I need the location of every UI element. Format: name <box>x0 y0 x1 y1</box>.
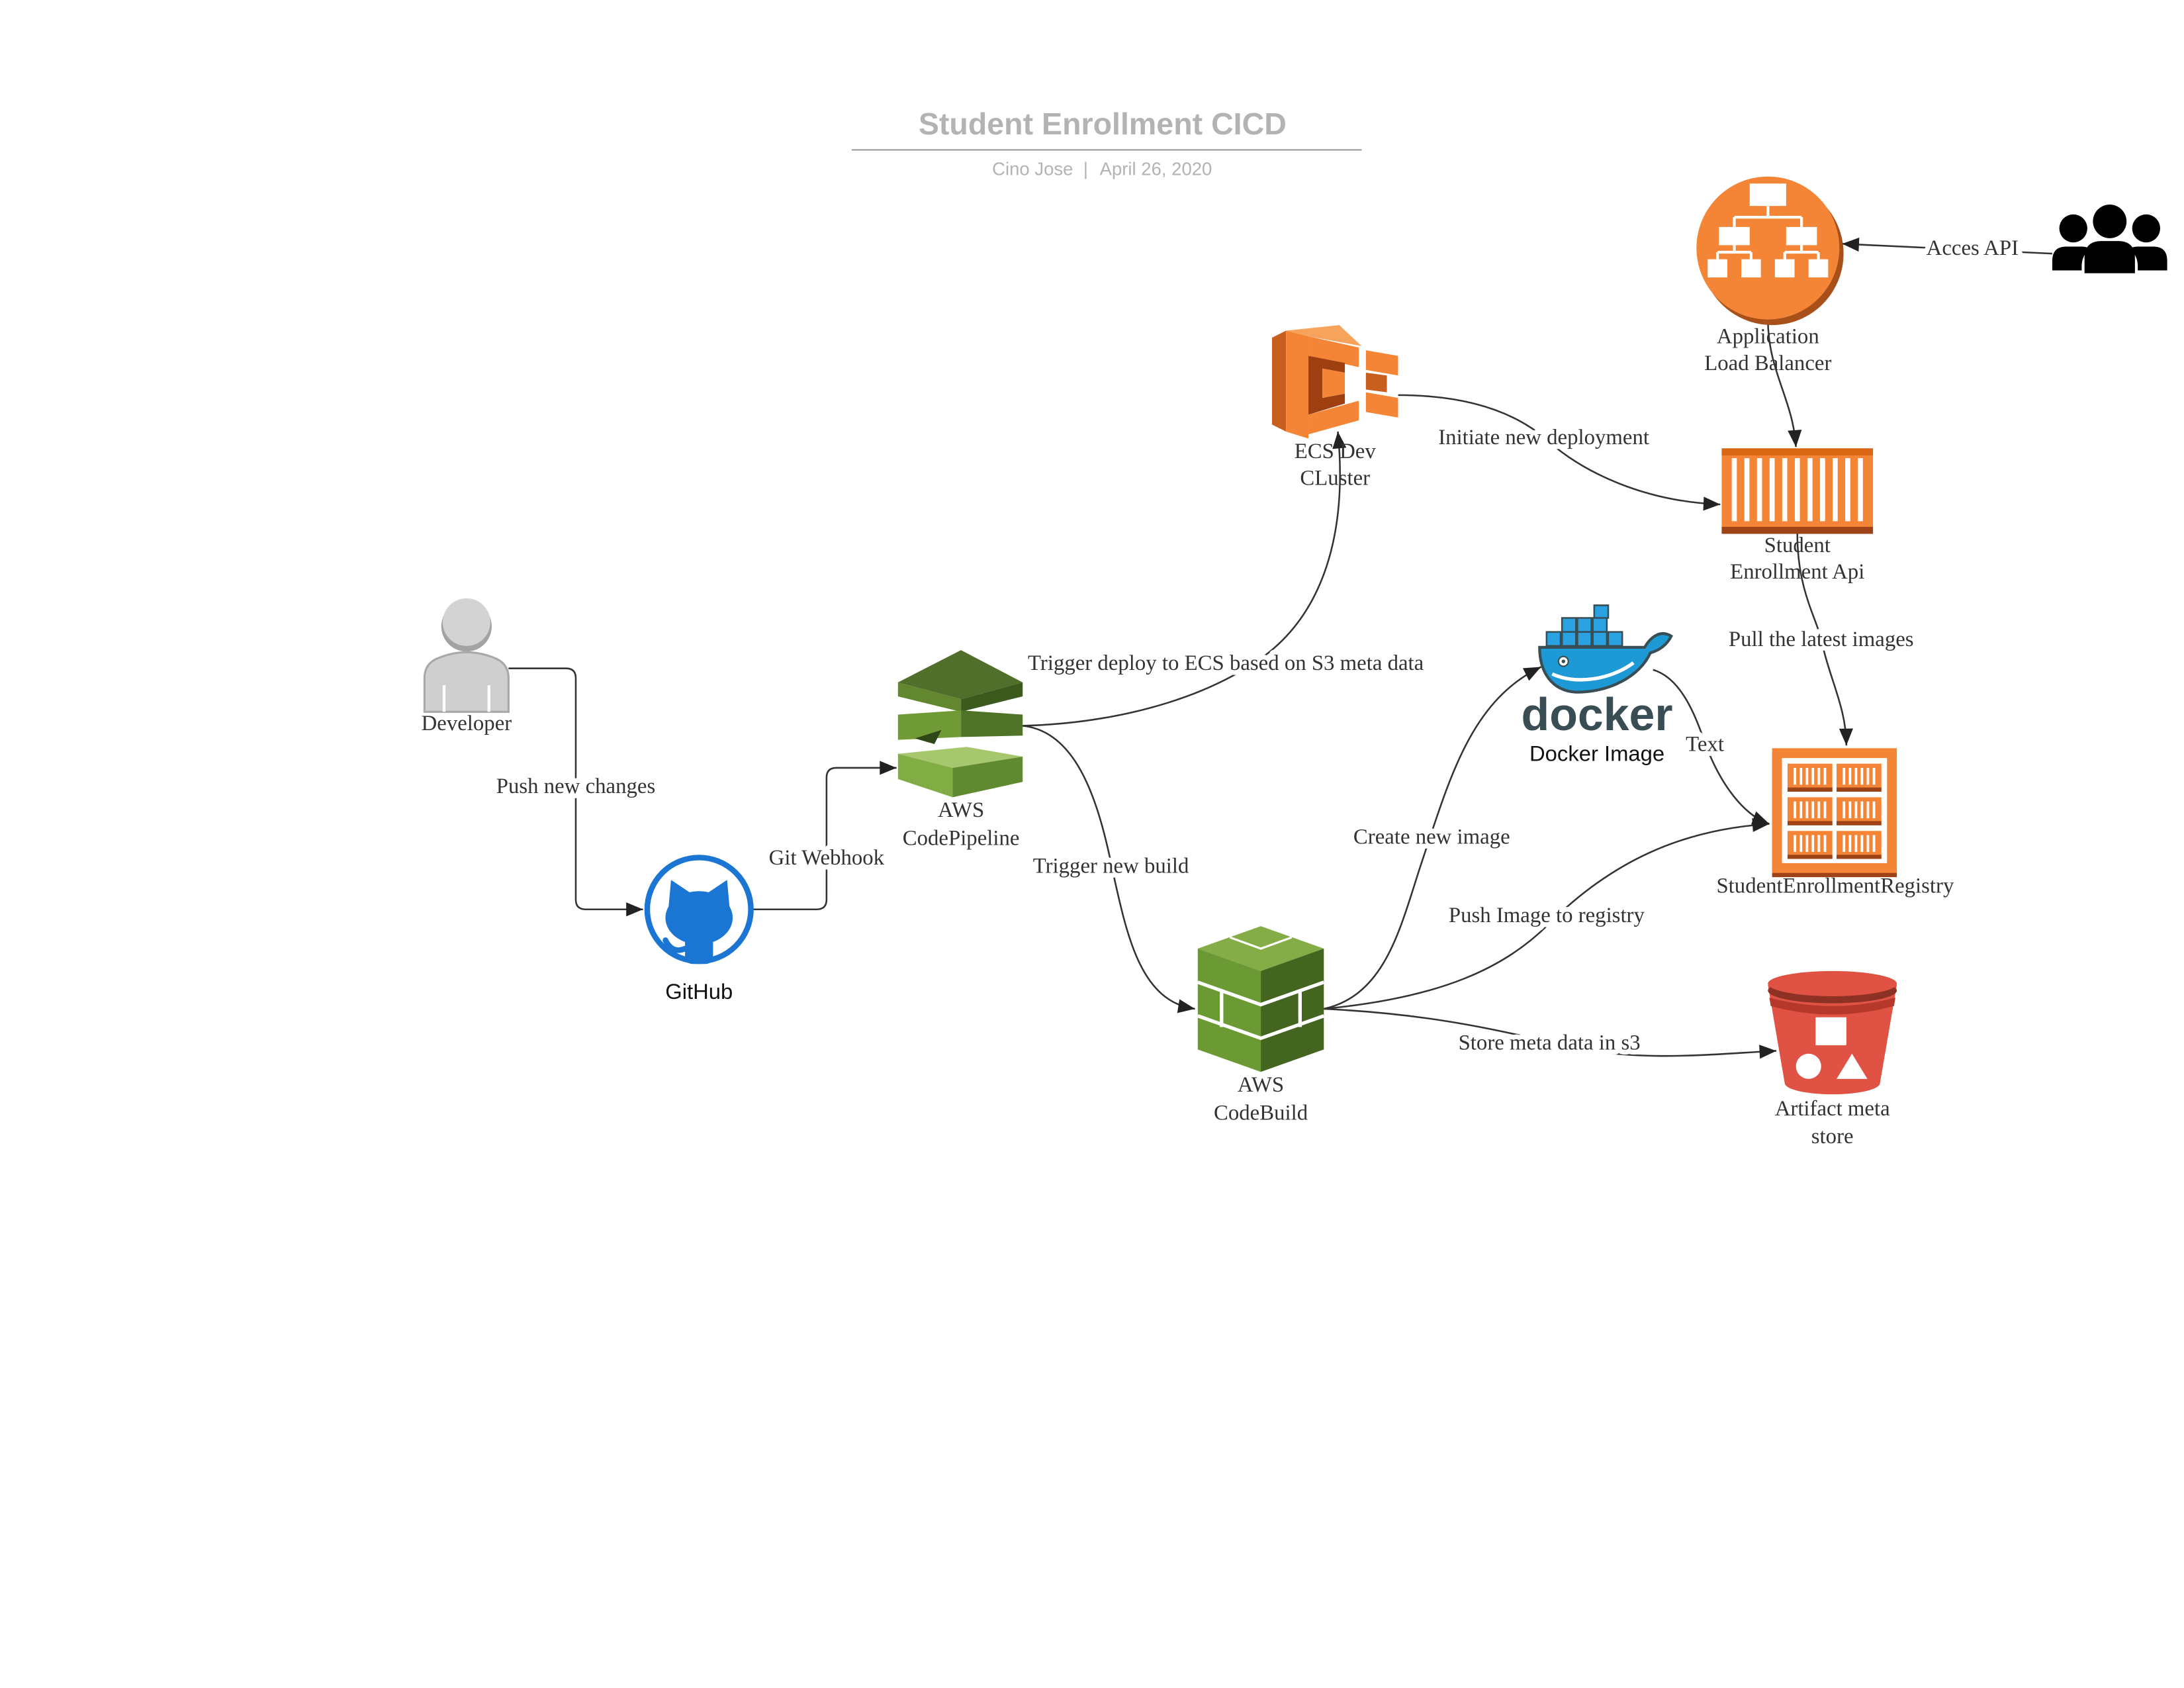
user-icon <box>423 598 510 713</box>
diagram-header: Student Enrollment CICD Cino Jose | Apri… <box>851 107 1362 179</box>
edge-api-to-registry <box>1796 534 1848 746</box>
codebuild-label-line-2: CodeBuild <box>1214 1101 1308 1125</box>
s3-bucket-icon <box>1768 970 1897 1095</box>
docker-logo-wordmark: docker <box>1522 688 1673 740</box>
container-icon <box>1721 448 1874 534</box>
arrowhead <box>1703 496 1721 511</box>
arrowhead <box>626 902 643 917</box>
github-icon <box>644 855 754 964</box>
edge-label-store-meta: Store meta data in s3 <box>1459 1031 1641 1055</box>
connectors <box>508 243 2053 1057</box>
arrowhead <box>1759 1045 1777 1059</box>
edge-ecs-to-api <box>1398 394 1721 506</box>
edge-label-push-image: Push Image to registry <box>1449 904 1645 927</box>
load-balancer-label-line-2: Load Balancer <box>1704 352 1831 375</box>
developer-label: Developer <box>422 712 512 735</box>
arrowhead <box>1752 818 1770 832</box>
ecs-label-line-2: CLuster <box>1300 466 1370 490</box>
users-group-icon <box>2052 205 2167 273</box>
arrowheads <box>626 237 1860 1059</box>
edge-codebuild-to-registry <box>1324 823 1770 1010</box>
arrowhead <box>1788 430 1802 447</box>
edge-codebuild-to-docker <box>1324 666 1541 1010</box>
artifact-store-label-line-2: store <box>1811 1125 1854 1149</box>
diagram-title: Student Enrollment CICD <box>919 107 1287 141</box>
codepipeline-label-line-1: AWS <box>938 798 984 822</box>
node-labels: Developer GitHub AWS CodePipeline ECS De… <box>422 325 1954 1149</box>
docker-image-label: Docker Image <box>1529 741 1664 765</box>
arrowhead <box>880 761 897 775</box>
edge-docker-to-registry <box>1653 669 1770 825</box>
arrowhead <box>1522 667 1541 681</box>
edge-label-push-new-changes: Push new changes <box>496 774 655 798</box>
edge-label-initiate-deployment: Initiate new deployment <box>1438 426 1649 449</box>
edge-label-trigger-build: Trigger new build <box>1033 855 1189 878</box>
registry-label: StudentEnrollmentRegistry <box>1716 874 1954 898</box>
edge-github-to-codepipeline <box>752 767 897 911</box>
edge-codepipeline-to-codebuild <box>1023 725 1195 1010</box>
arrowhead <box>1839 728 1854 746</box>
arrowhead <box>1842 237 1860 252</box>
arrowhead <box>1332 431 1347 449</box>
arrowhead <box>1177 999 1195 1013</box>
github-label: GitHub <box>665 979 733 1004</box>
edge-codepipeline-to-ecs <box>1023 431 1341 727</box>
aws-ecs-icon <box>1271 325 1398 439</box>
author: Cino Jose <box>992 159 1073 179</box>
ecs-label-line-1: ECS Dev <box>1295 440 1377 463</box>
edge-label-pull-images: Pull the latest images <box>1729 628 1914 651</box>
artifact-store-label-line-1: Artifact meta <box>1775 1097 1890 1121</box>
edge-label-text: Text <box>1686 733 1724 757</box>
aws-codepipeline-icon <box>897 650 1023 798</box>
subtitle-separator: | <box>1083 159 1088 179</box>
load-balancer-label-line-1: Application <box>1717 325 1819 349</box>
codebuild-label-line-1: AWS <box>1238 1073 1284 1097</box>
edge-label-trigger-deploy: Trigger deploy to ECS based on S3 meta d… <box>1028 651 1424 675</box>
container-registry-icon <box>1772 748 1897 878</box>
edge-developer-to-github <box>508 667 643 911</box>
aws-codebuild-icon <box>1197 926 1325 1072</box>
edge-label-git-webhook: Git Webhook <box>769 846 885 870</box>
edge-codebuild-to-s3 <box>1324 1008 1777 1057</box>
edge-label-create-image: Create new image <box>1353 825 1510 849</box>
edge-users-to-load-balancer <box>1842 243 2053 255</box>
edge-labels: Push new changes Git Webhook Trigger dep… <box>491 232 2023 1060</box>
api-label-line-1: Student <box>1764 534 1831 557</box>
edge-label-access-api: Acces API <box>1927 236 2019 260</box>
docker-whale-icon: docker <box>1522 604 1674 740</box>
application-load-balancer-icon <box>1696 176 1844 326</box>
api-label-line-2: Enrollment Api <box>1730 560 1864 584</box>
codepipeline-label-line-2: CodePipeline <box>903 826 1020 850</box>
date: April 26, 2020 <box>1100 159 1212 179</box>
